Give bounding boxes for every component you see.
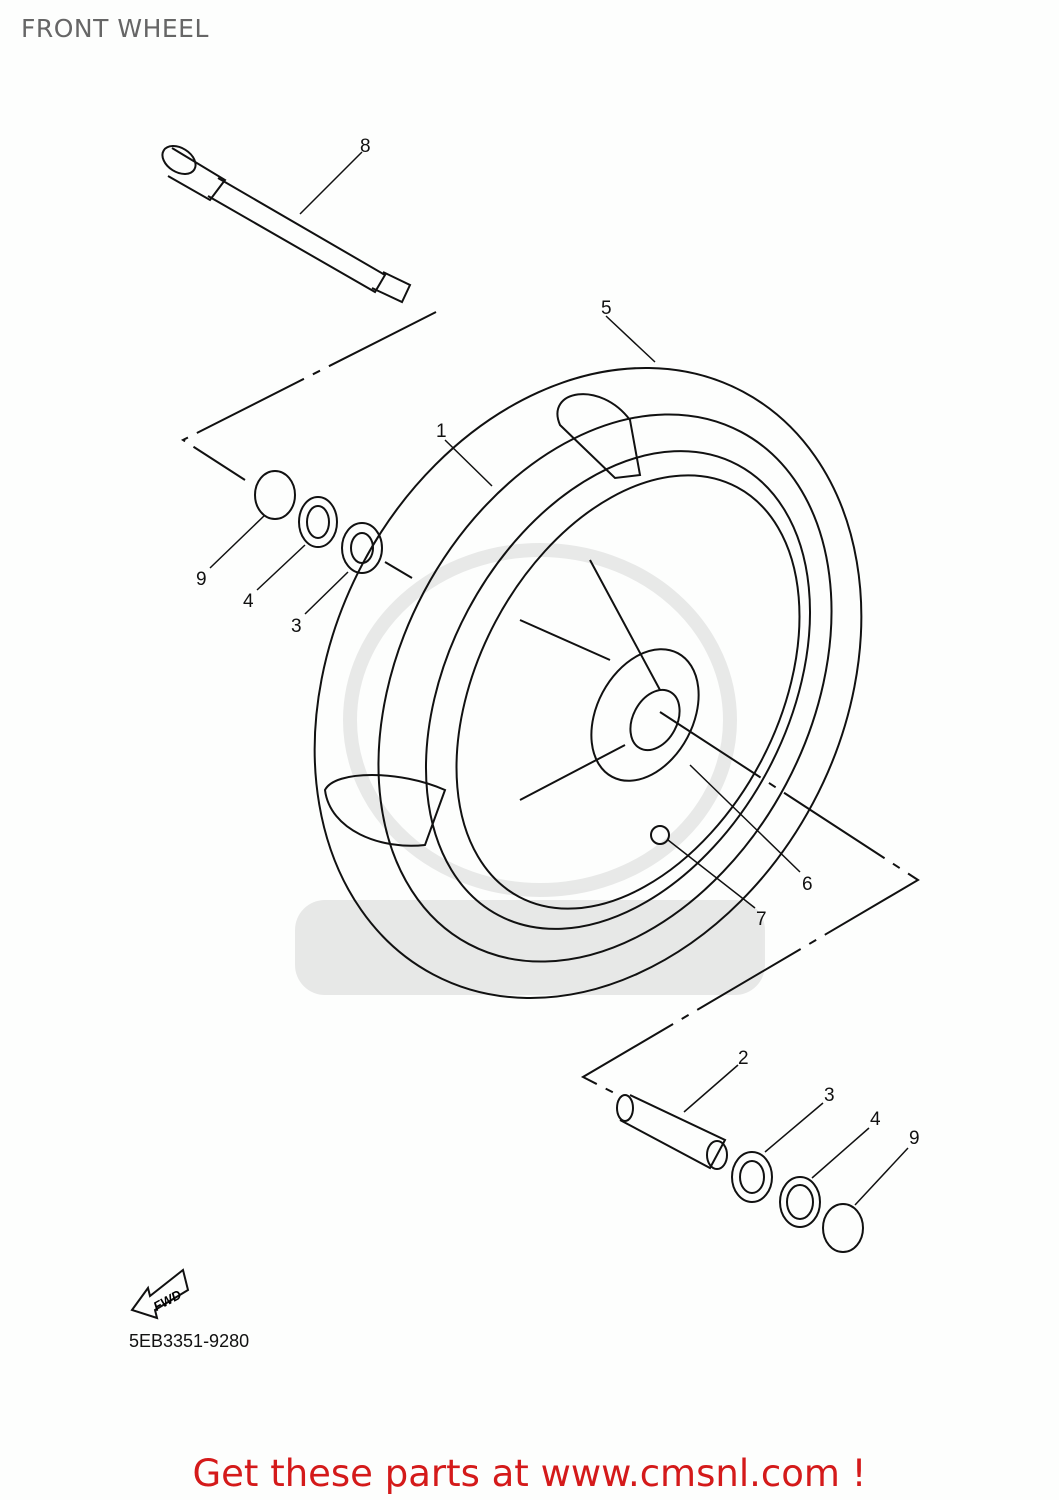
fwd-arrow-icon: FWD	[130, 1268, 190, 1320]
callout-6: 6	[802, 874, 813, 895]
part-code: 5EB3351-9280	[129, 1331, 250, 1351]
callout-5: 5	[601, 298, 612, 319]
callout-3b: 3	[824, 1085, 835, 1106]
watermark	[295, 543, 765, 995]
diagram-title: FRONT WHEEL	[21, 14, 209, 43]
callout-2: 2	[738, 1048, 749, 1069]
callout-1: 1	[436, 421, 447, 442]
callout-7: 7	[756, 909, 767, 930]
callout-8: 8	[360, 136, 371, 157]
callout-labels: 8 5 1 9 4 3 6 7 2 3 4 9	[196, 136, 920, 1149]
callout-4: 4	[243, 591, 254, 612]
callout-9: 9	[196, 569, 207, 590]
callout-3: 3	[291, 616, 302, 637]
left-hub-parts	[254, 470, 413, 579]
callout-4b: 4	[870, 1109, 881, 1130]
axle	[161, 145, 412, 304]
right-hub-parts	[616, 1094, 864, 1253]
assembly-lines	[180, 311, 920, 1098]
footer-link[interactable]: Get these parts at www.cmsnl.com !	[192, 1452, 867, 1495]
leader-lines	[209, 151, 909, 1206]
callout-9b: 9	[909, 1128, 920, 1149]
